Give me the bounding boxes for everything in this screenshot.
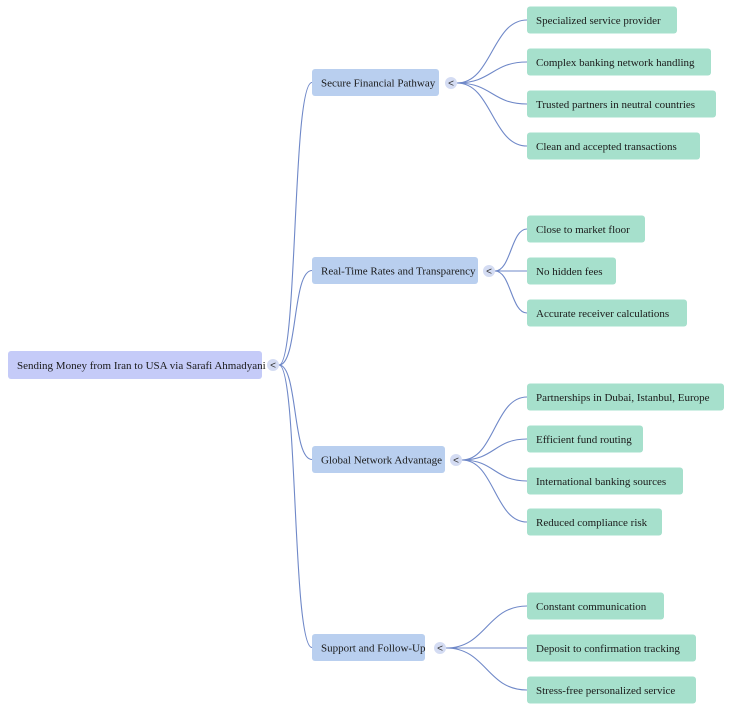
collapse-chevron-glyph: < (270, 361, 276, 372)
root-node-box (8, 351, 262, 379)
branch-node[interactable]: Real-Time Rates and Transparency (312, 257, 478, 284)
leaf-node-label: Partnerships in Dubai, Istanbul, Europe (536, 392, 710, 404)
root-collapse-toggle[interactable]: < (267, 359, 279, 372)
collapse-chevron-glyph: < (448, 79, 454, 90)
branch-leaf-link (456, 82, 528, 147)
branch-node-box (312, 257, 478, 284)
leaf-node-box (527, 676, 696, 704)
leaf-node-label: Accurate receiver calculations (536, 308, 669, 320)
leaf-node-label: Specialized service provider (536, 15, 661, 27)
leaf-node-box (527, 6, 677, 34)
branch-node-label: Global Network Advantage (321, 455, 442, 467)
leaf-node-box (527, 467, 683, 495)
branch-node-label: Real-Time Rates and Transparency (321, 266, 476, 278)
collapse-chevron-icon (434, 642, 446, 654)
branch-node[interactable]: Support and Follow-Up (312, 634, 426, 661)
branch-node[interactable]: Global Network Advantage (312, 446, 445, 473)
leaf-node-box (527, 634, 696, 662)
branch-leaf-link (461, 396, 528, 461)
leaf-node[interactable]: Close to market floor (527, 215, 645, 243)
branch-leaf-link (461, 438, 528, 461)
root-branch-link (278, 364, 313, 649)
root-branch-link (278, 364, 313, 461)
branch-leaf-link (494, 228, 528, 272)
leaf-node-box (527, 257, 616, 285)
branch-collapse-toggle[interactable]: < (450, 454, 462, 467)
collapse-chevron-icon (483, 265, 495, 277)
leaf-node-box (527, 425, 643, 453)
branch-node-label: Support and Follow-Up (321, 643, 426, 655)
collapse-chevron-glyph: < (437, 644, 443, 655)
leaf-node-label: Efficient fund routing (536, 434, 632, 446)
collapse-chevron-glyph: < (453, 456, 459, 467)
leaf-node[interactable]: Complex banking network handling (527, 48, 711, 76)
branch-node-label: Secure Financial Pathway (321, 78, 436, 90)
leaf-node-box (527, 592, 664, 620)
leaf-node-label: Close to market floor (536, 224, 630, 236)
branch-leaf-link (461, 459, 528, 482)
branch-node-box (312, 634, 425, 661)
collapse-chevron-icon (445, 77, 457, 89)
root-branch-link (278, 269, 313, 366)
leaf-node[interactable]: Reduced compliance risk (527, 508, 662, 536)
leaf-node-label: Trusted partners in neutral countries (536, 99, 695, 111)
collapse-chevron-icon (267, 359, 279, 371)
leaf-node-label: Constant communication (536, 601, 647, 613)
branch-leaf-link (494, 270, 528, 314)
leaf-node[interactable]: Partnerships in Dubai, Istanbul, Europe (527, 383, 724, 411)
branch-leaf-link (456, 19, 528, 84)
leaf-node-label: Complex banking network handling (536, 57, 695, 69)
branch-collapse-toggle[interactable]: < (445, 77, 457, 90)
branch-leaf-link (456, 61, 528, 84)
leaf-node[interactable]: Accurate receiver calculations (527, 299, 687, 327)
leaf-node-box (527, 132, 700, 160)
leaf-node[interactable]: Specialized service provider (527, 6, 677, 34)
leaf-node[interactable]: Trusted partners in neutral countries (527, 90, 716, 118)
branch-leaf-link (456, 82, 528, 105)
leaf-node-label: Stress-free personalized service (536, 685, 675, 697)
leaf-node[interactable]: Deposit to confirmation tracking (527, 634, 696, 662)
leaf-node-box (527, 215, 645, 243)
root-branch-link (278, 81, 313, 366)
branch-node-box (312, 446, 445, 473)
leaf-node-label: International banking sources (536, 476, 666, 488)
leaf-node-box (527, 90, 716, 118)
branch-node[interactable]: Secure Financial Pathway (312, 69, 439, 96)
root-node[interactable]: Sending Money from Iran to USA via Saraf… (8, 351, 266, 379)
branch-node-box (312, 69, 439, 96)
branch-leaf-link (461, 459, 528, 523)
leaf-node[interactable]: International banking sources (527, 467, 683, 495)
collapse-chevron-icon (450, 454, 462, 466)
leaf-node[interactable]: Constant communication (527, 592, 664, 620)
branch-leaf-link (445, 647, 528, 691)
leaf-node-box (527, 299, 687, 327)
branch-collapse-toggle[interactable]: < (483, 265, 495, 278)
leaf-node-label: Reduced compliance risk (536, 517, 648, 529)
leaf-node-box (527, 383, 724, 411)
leaf-node[interactable]: No hidden fees (527, 257, 616, 285)
leaf-node-box (527, 48, 711, 76)
leaf-node[interactable]: Stress-free personalized service (527, 676, 696, 704)
leaf-node[interactable]: Clean and accepted transactions (527, 132, 700, 160)
leaf-node-box (527, 508, 662, 536)
leaf-node-label: Clean and accepted transactions (536, 141, 677, 153)
leaf-node[interactable]: Efficient fund routing (527, 425, 643, 453)
branch-leaf-link (445, 605, 528, 649)
leaf-node-label: Deposit to confirmation tracking (536, 643, 680, 655)
root-node-label: Sending Money from Iran to USA via Saraf… (17, 360, 266, 372)
leaf-node-label: No hidden fees (536, 266, 603, 278)
collapse-chevron-glyph: < (486, 267, 492, 278)
branch-collapse-toggle[interactable]: < (434, 642, 446, 655)
